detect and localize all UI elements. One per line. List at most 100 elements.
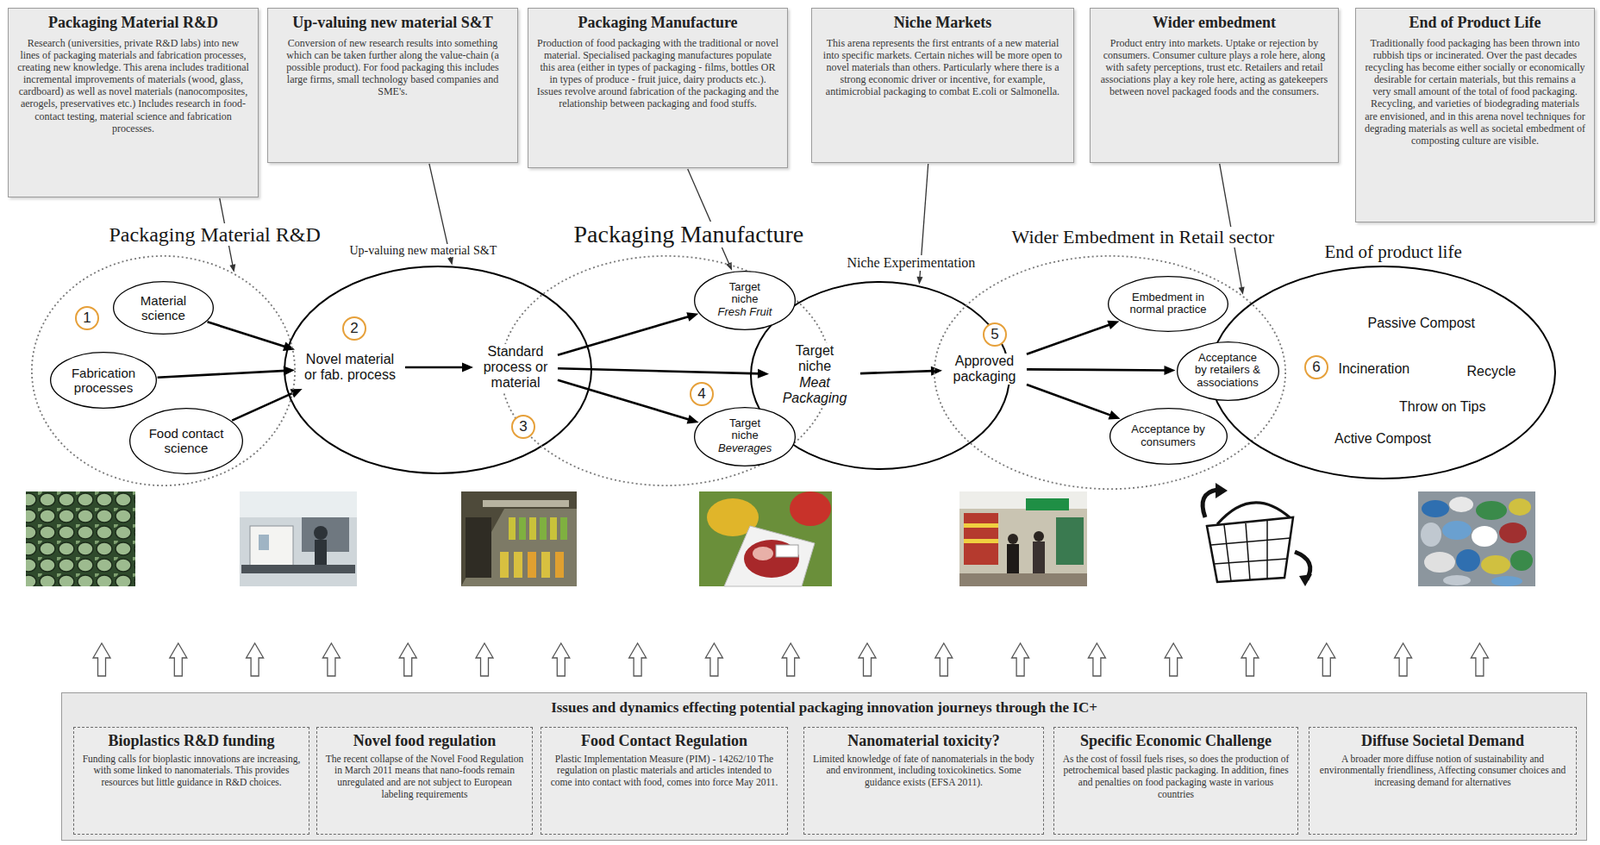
photo-supermarket xyxy=(959,573,1088,587)
stage-label: Standard process or material xyxy=(480,343,551,392)
photo-production-line xyxy=(527,551,537,578)
outcome-label: Throw on Tips xyxy=(1397,399,1488,415)
ellipse-outline xyxy=(934,256,1286,489)
photo-recycling xyxy=(1510,550,1533,571)
arena-title: Packaging Manufacture xyxy=(571,221,807,249)
arena-description-box: Niche MarketsThis arena represents the f… xyxy=(811,7,1075,163)
callout-number: 1 xyxy=(75,306,100,331)
photo-production-line xyxy=(550,517,557,540)
photo-recycling xyxy=(1499,522,1527,544)
label-holder: 6 xyxy=(1304,355,1329,380)
arrowhead xyxy=(1107,410,1120,419)
box-body: As the cost of fossil fuels rises, so do… xyxy=(1060,753,1292,801)
photo-recycling xyxy=(1418,491,1536,587)
photo-recycling xyxy=(1421,500,1450,518)
arena-ellipse: Packaging ManufactureStandard process or… xyxy=(500,255,832,487)
photo-recycling xyxy=(1508,498,1532,516)
influence-arrows xyxy=(705,643,723,676)
arrowhead xyxy=(686,312,699,322)
photo-supermarket xyxy=(1056,517,1084,565)
box-heading: Packaging Material R&D xyxy=(16,13,250,33)
connector-line xyxy=(687,168,730,265)
stage-ellipse: Acceptance by retailers & associations xyxy=(1176,341,1280,401)
arrowhead xyxy=(1163,365,1175,375)
connector-arrow xyxy=(557,380,700,425)
label-holder: 5 xyxy=(982,322,1007,347)
stage-label: Target niche xyxy=(720,281,769,307)
photo-recycling xyxy=(1420,522,1442,547)
photo-production-line xyxy=(508,517,516,540)
stage-label: Beverages xyxy=(718,442,772,456)
box-heading: Issues and dynamics effecting potential … xyxy=(62,699,1587,717)
connector-line xyxy=(1026,368,1167,370)
photo-production-line xyxy=(529,517,537,540)
ellipse-outline xyxy=(284,266,592,474)
text-holder: Up-valuing new material S&T xyxy=(347,242,500,258)
box-body: Research (universities, private R&D labs… xyxy=(16,37,250,135)
arena-title: End of product life xyxy=(1322,242,1465,263)
photo-recycling xyxy=(1481,555,1511,575)
influence-arrows xyxy=(858,643,876,676)
basket-sketch xyxy=(1211,537,1291,545)
stage-ellipse: Fabrication processes xyxy=(50,351,157,409)
text-holder: Food contact science xyxy=(145,425,227,457)
outcome-label: Passive Compost xyxy=(1366,315,1478,332)
stage-ellipse: Target nicheBeverages xyxy=(693,406,796,467)
stage-label: Acceptance by consumers xyxy=(1125,423,1211,450)
text-holder: Approved packaging xyxy=(949,353,1020,386)
connector-arrow xyxy=(157,366,295,378)
influence-arrows xyxy=(1394,643,1413,676)
text-holder: Acceptance by consumers xyxy=(1125,423,1211,450)
connector-line xyxy=(157,370,287,378)
photo-laboratory xyxy=(313,525,328,540)
photo-recycling xyxy=(1491,575,1523,587)
label-holder: 3 xyxy=(511,414,536,439)
ellipse-outline xyxy=(50,352,157,409)
stage-label: Embedment in normal practice xyxy=(1125,291,1212,318)
stage-label: Meat Packaging xyxy=(775,375,854,407)
issue-box: Diffuse Societal DemandA broader more di… xyxy=(1308,726,1577,835)
basket-sketch xyxy=(1202,489,1218,518)
influence-arrows xyxy=(1087,643,1106,676)
arrowhead xyxy=(757,368,769,379)
stage-label: Fresh Fruit xyxy=(718,306,773,319)
arena-title: Up-valuing new material S&T xyxy=(347,243,500,257)
arrowhead xyxy=(1106,320,1119,330)
photo-production-line xyxy=(539,517,547,540)
box-heading: Nanomaterial toxicity? xyxy=(810,731,1038,751)
issue-box: Nanomaterial toxicity?Limited knowledge … xyxy=(803,726,1044,835)
basket-sketch xyxy=(1206,517,1294,582)
text-holder: Standard process or material xyxy=(480,343,551,392)
photo-supermarket xyxy=(1033,531,1044,542)
photo-production-line xyxy=(461,491,577,587)
box-heading: Food Contact Regulation xyxy=(547,731,782,751)
stage-text: Target nicheMeat Packaging xyxy=(772,340,857,410)
stage-label: Fabrication processes xyxy=(65,365,142,396)
text-holder: Embedment in normal practice xyxy=(1125,291,1212,318)
influence-arrows xyxy=(781,643,800,676)
influence-arrows xyxy=(552,643,570,676)
ellipse-outline xyxy=(130,408,244,475)
stage-label: Target niche xyxy=(720,417,769,444)
photo-production-line xyxy=(461,491,577,587)
photo-recycling xyxy=(1442,520,1472,540)
ellipse-outline xyxy=(1109,408,1227,465)
connector-arrow xyxy=(557,312,699,356)
text-holder: Target nicheMeat Packaging xyxy=(775,343,854,407)
influence-arrows xyxy=(629,643,647,676)
photo-recycling xyxy=(1471,525,1498,547)
text-holder: Acceptance by retailers & associations xyxy=(1191,351,1264,391)
outcome-label: Active Compost xyxy=(1332,431,1433,447)
text-holder: Packaging Material R&D xyxy=(106,223,324,246)
influence-arrows xyxy=(1164,643,1182,676)
arena-ellipse: Wider Embedment in Retail sectorApproved… xyxy=(933,255,1287,490)
box-body: Production of food packaging with the tr… xyxy=(536,37,780,111)
photo-production-line xyxy=(482,500,569,507)
issue-box: Food Contact RegulationPlastic Implement… xyxy=(540,726,788,835)
photo-supermarket xyxy=(1032,541,1045,578)
outcome-label: Recycle xyxy=(1465,363,1519,380)
box-heading: Packaging Manufacture xyxy=(536,13,780,33)
box-heading: End of Product Life xyxy=(1363,13,1587,33)
influence-arrows xyxy=(93,643,111,676)
photo-recycling xyxy=(1418,491,1536,587)
